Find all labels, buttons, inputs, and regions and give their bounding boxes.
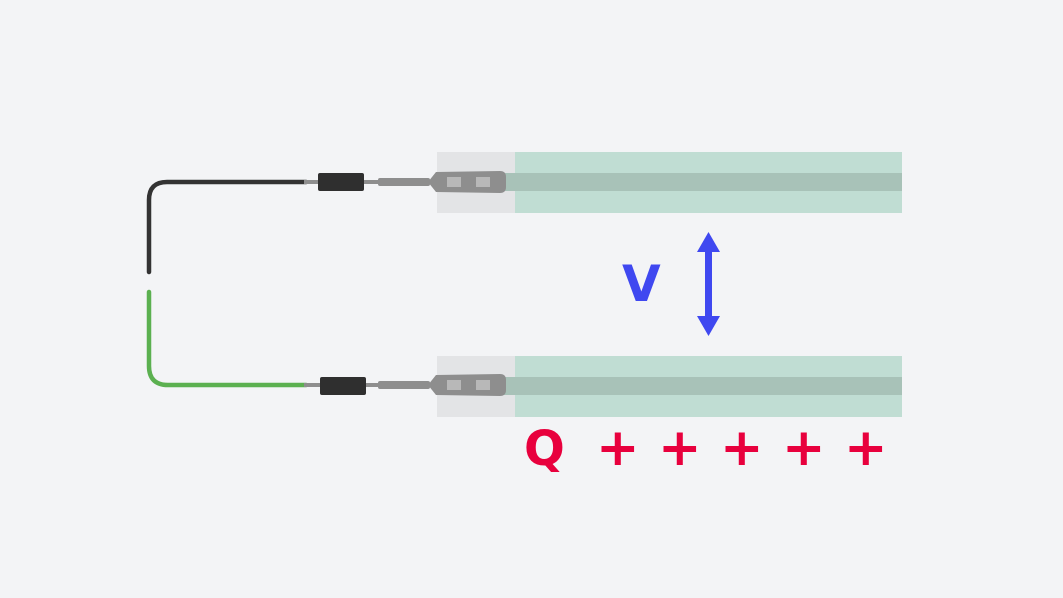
charge-label: Q bbox=[524, 421, 565, 477]
top-clip-slot-2 bbox=[476, 177, 490, 187]
top-clip-rod bbox=[378, 178, 430, 186]
arrow-shaft bbox=[705, 248, 712, 320]
top-connector bbox=[318, 173, 364, 191]
charge-plus-sign: + bbox=[658, 418, 702, 478]
top-wire bbox=[146, 179, 309, 275]
top-cable-lead bbox=[304, 173, 430, 191]
charge-plus-sign: + bbox=[782, 418, 826, 478]
bottom-connector bbox=[320, 377, 366, 395]
bottom-wire bbox=[146, 289, 309, 388]
bottom-lead-stub-left bbox=[304, 383, 322, 387]
voltage-double-arrow bbox=[697, 232, 720, 336]
charge-plus-sign: + bbox=[596, 418, 640, 478]
bottom-cable-lead bbox=[304, 377, 430, 395]
top-lead-stub-right bbox=[364, 180, 380, 184]
bottom-clip-slot-2 bbox=[476, 380, 490, 390]
charge-plus-sign: + bbox=[720, 418, 764, 478]
bottom-plate-core bbox=[500, 377, 902, 395]
bottom-plate bbox=[428, 356, 902, 417]
bottom-clip bbox=[428, 374, 506, 396]
voltage-label: V bbox=[622, 255, 661, 313]
top-plate-core bbox=[500, 173, 902, 191]
bottom-clip-slot-1 bbox=[447, 380, 461, 390]
top-clip-slot-1 bbox=[447, 177, 461, 187]
bottom-lead-stub-right bbox=[366, 383, 380, 387]
arrow-head-down bbox=[697, 316, 720, 336]
top-plate bbox=[428, 152, 902, 213]
top-clip bbox=[428, 171, 506, 193]
arrow-head-up bbox=[697, 232, 720, 252]
top-lead-stub-left bbox=[304, 180, 320, 184]
charge-plus-sign: + bbox=[844, 418, 888, 478]
bottom-clip-rod bbox=[378, 381, 430, 389]
